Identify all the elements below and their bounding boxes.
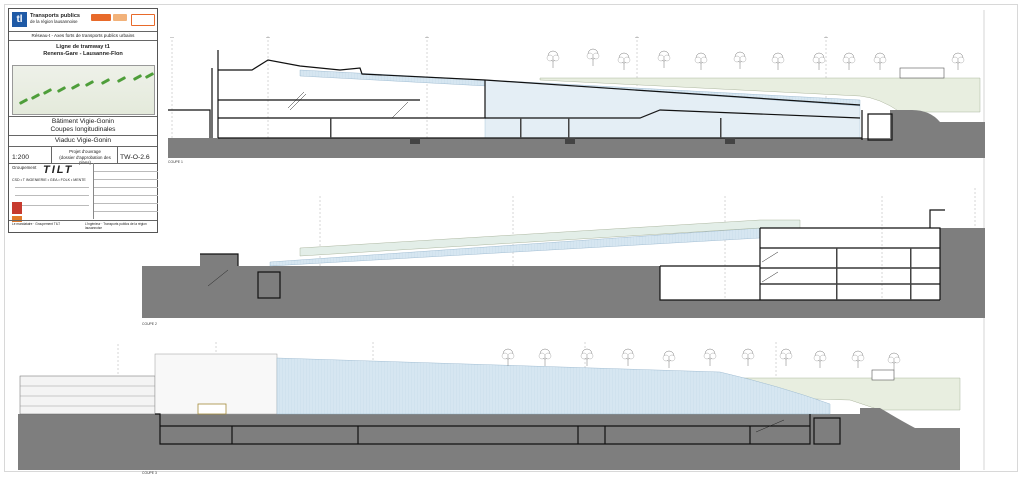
- svg-text:—: —: [425, 34, 429, 39]
- brand-title: Transports publics: [30, 13, 81, 19]
- svg-text:—: —: [266, 34, 270, 39]
- tram-icon: [871, 369, 895, 381]
- network-title: Réseau-t - Axes forts de transports publ…: [31, 33, 135, 38]
- brand: Transports publics de la région lausanno…: [30, 13, 80, 25]
- tl-logo: tl: [12, 12, 27, 27]
- svg-text:—: —: [170, 34, 174, 39]
- phase-sub: (dossier d'approbation des plans): [59, 155, 111, 165]
- drawing-number: TW-O-2.6: [120, 154, 150, 161]
- section-label: COUPE 1: [168, 160, 183, 164]
- section-label: COUPE 3: [142, 471, 157, 475]
- partner-logo-icon: [131, 14, 155, 26]
- designer-logo: TILT: [43, 164, 74, 176]
- sheet-border: [4, 4, 1018, 472]
- scale: 1:200: [12, 154, 30, 161]
- signature-right: L'ingénieur · Transports publics de la r…: [85, 222, 147, 230]
- stamp-icon: [12, 202, 22, 214]
- section-1: — — — — —: [168, 34, 985, 158]
- building-name: Bâtiment Vigie-Gonin: [51, 118, 115, 125]
- partner-logo-icon: [113, 14, 127, 21]
- phase: Projet d'ouvrage: [69, 149, 101, 154]
- svg-text:—: —: [635, 34, 639, 39]
- stamp-icon: [12, 216, 22, 222]
- signature-left: Le mandataire · Groupement TILT: [12, 222, 61, 226]
- entrance-icon: [197, 403, 227, 415]
- section-label: COUPE 2: [142, 322, 157, 326]
- designer-members: CSD • T INGENIERIE • GEA • FOLK • MENTE: [12, 178, 86, 182]
- designer-label: Groupement: [12, 165, 37, 170]
- title-block: tl Transports publics de la région lausa…: [8, 8, 158, 233]
- structure-name: Viaduc Vigie-Gonin: [54, 137, 112, 144]
- sheet-title: Coupes longitudinales: [50, 126, 116, 133]
- line-title: Ligne de tramway t1: [56, 44, 110, 50]
- partner-logo-icon: [91, 14, 111, 21]
- line-subtitle: Renens-Gare - Lausanne-Flon: [43, 51, 123, 57]
- partner-logos: [91, 12, 155, 28]
- tram-icon: [899, 67, 945, 79]
- brand-sub: de la région lausannoise: [30, 19, 78, 24]
- section-3: [18, 342, 961, 470]
- location-map: [12, 65, 155, 115]
- svg-text:—: —: [824, 34, 828, 39]
- section-2: [142, 188, 985, 318]
